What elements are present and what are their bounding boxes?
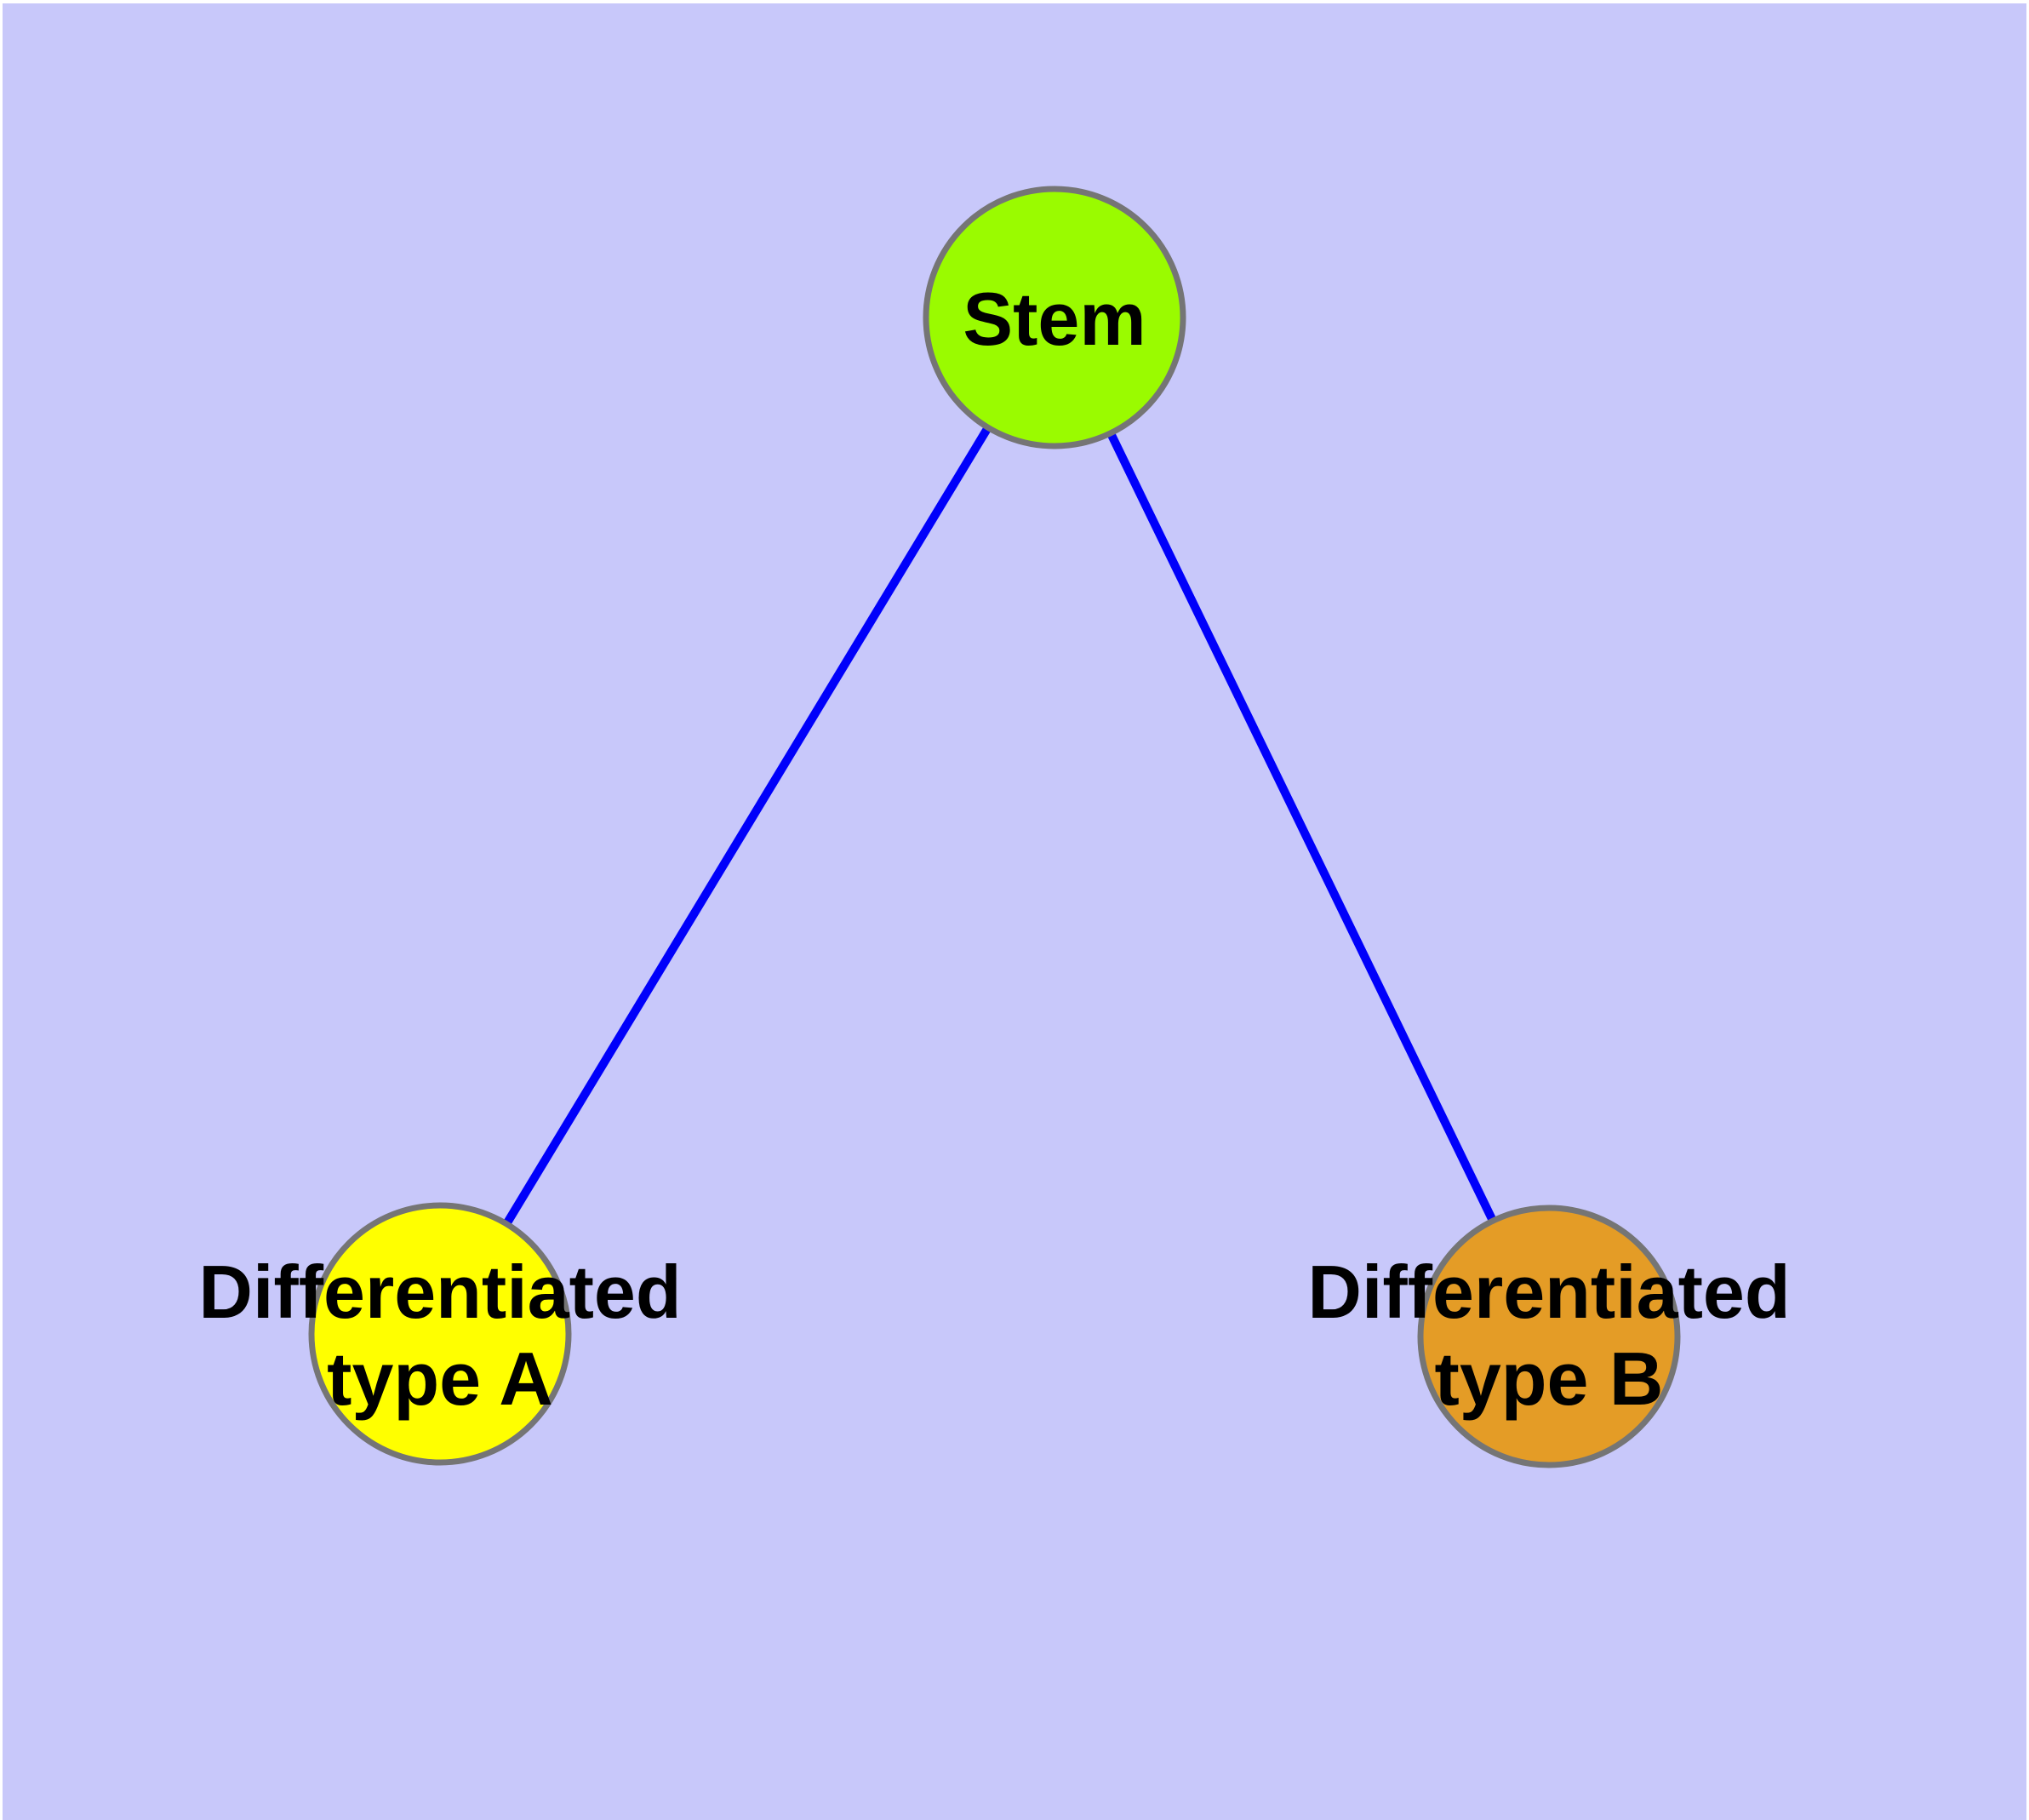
node-type-a-label-line2: type A (327, 1336, 553, 1421)
node-type-b-label-line2: type B (1435, 1336, 1664, 1421)
edge-stem-to-type-a (436, 315, 1059, 1336)
node-type-b-label-line1: Differentiated (1307, 1250, 1790, 1334)
node-type-a-circle (308, 1202, 572, 1466)
node-stem: Stem (923, 186, 1186, 449)
node-type-a-label-line1: Differentiated (198, 1250, 681, 1334)
node-differentiated-type-b: Differentiated type B (1307, 1205, 1791, 1468)
node-stem-label: Stem (963, 277, 1146, 361)
node-stem-circle (923, 186, 1186, 449)
edge-stem-to-type-b (1050, 315, 1553, 1339)
node-differentiated-type-a: Differentiated type A (198, 1202, 682, 1466)
node-type-b-circle (1417, 1205, 1681, 1468)
